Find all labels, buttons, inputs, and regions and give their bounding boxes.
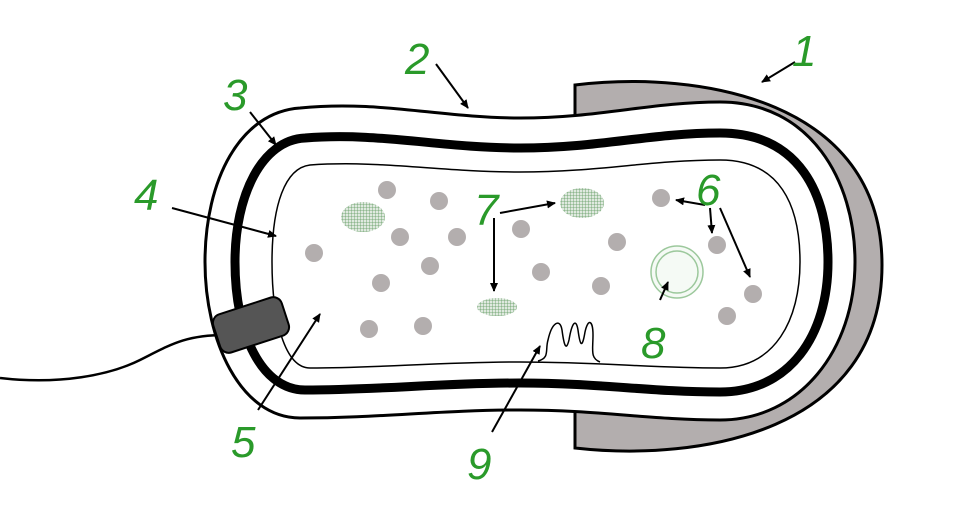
ribosome xyxy=(391,228,409,246)
vesicle xyxy=(650,245,704,299)
arrow-6b xyxy=(707,207,716,234)
label-2: 2 xyxy=(404,35,429,84)
pilus-base xyxy=(211,296,291,354)
ribosome xyxy=(414,317,432,335)
ribosome xyxy=(608,233,626,251)
arrow-6c xyxy=(719,207,751,278)
arrow-4 xyxy=(171,207,277,238)
label-5: 5 xyxy=(231,418,256,467)
ribosomes xyxy=(305,181,762,338)
ribosome xyxy=(360,320,378,338)
arrow-6a xyxy=(675,197,706,206)
nucleoid xyxy=(560,188,604,218)
arrow-8 xyxy=(659,281,669,301)
ribosome xyxy=(718,307,736,325)
nucleoid xyxy=(477,298,517,316)
ribosome xyxy=(708,236,726,254)
arrow-2 xyxy=(435,63,469,109)
label-4: 4 xyxy=(134,171,158,220)
label-1: 1 xyxy=(792,27,816,76)
ribosome xyxy=(305,244,323,262)
label-8: 8 xyxy=(641,319,666,368)
arrow-5 xyxy=(257,313,321,411)
label-7: 7 xyxy=(474,186,500,235)
ribosome xyxy=(378,181,396,199)
ribosome xyxy=(421,257,439,275)
arrow-3 xyxy=(249,111,277,146)
label-6: 6 xyxy=(696,166,721,215)
nucleoid xyxy=(341,202,385,232)
arrow-7a xyxy=(499,200,556,214)
ribosome xyxy=(744,285,762,303)
cell-membrane xyxy=(271,159,801,369)
ribosome xyxy=(532,263,550,281)
arrow-9 xyxy=(491,345,541,433)
arrow-1 xyxy=(761,61,796,83)
ribosome xyxy=(592,277,610,295)
arrows xyxy=(171,61,796,433)
ribosome xyxy=(430,192,448,210)
flagellum xyxy=(0,333,226,382)
ribosome xyxy=(512,220,530,238)
ribosome xyxy=(372,274,390,292)
ribosome xyxy=(652,189,670,207)
mesosome xyxy=(537,321,601,363)
ribosome xyxy=(448,228,466,246)
label-9: 9 xyxy=(467,440,491,489)
label-3: 3 xyxy=(223,71,248,120)
